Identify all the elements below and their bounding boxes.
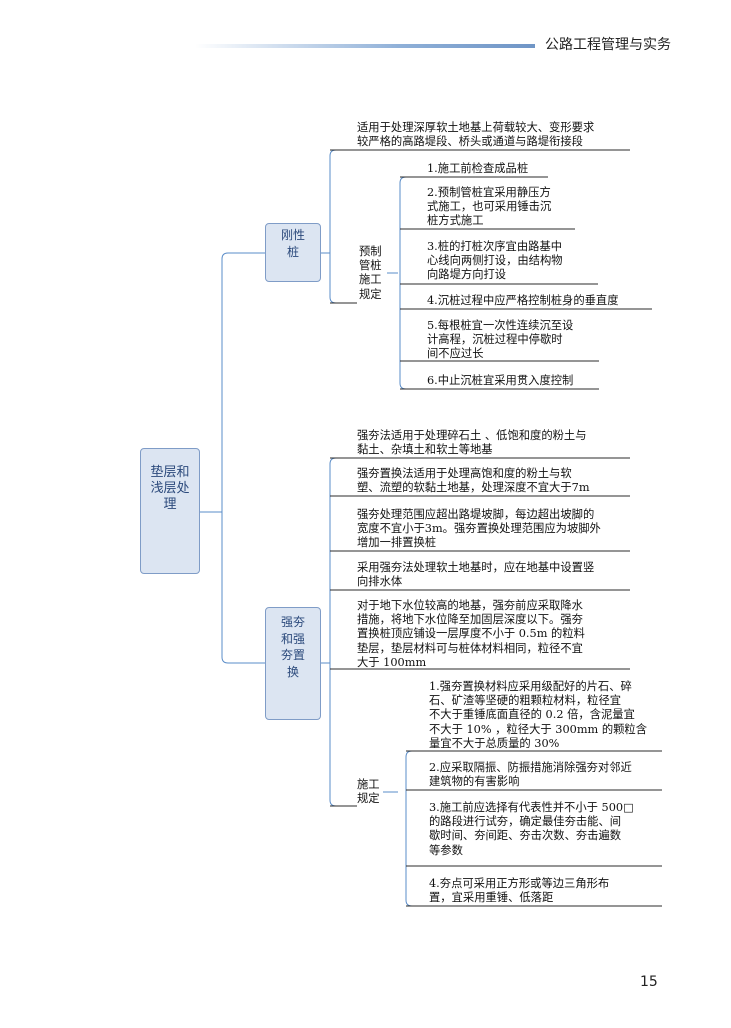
construction-rule-4: 4.夯点可采用正方形或等边三角形布 置，宜采用重锤、低落距 [429, 877, 610, 905]
compaction-item-3: 强夯处理范围应超出路堤坡脚，每边超出坡脚的 宽度不宜小于3m。强夯置换处理范围应… [357, 508, 601, 550]
prefab-rule-4: 4.沉桩过程中应严格控制桩身的垂直度 [427, 294, 619, 307]
construction-rule-1: 1.强夯置换材料应采用级配好的片石、碎 石、矿渣等坚硬的粗颗粒材料，粒径宜 不大… [429, 680, 648, 750]
compaction-item-2: 强夯置换法适用于处理高饱和度的粉土与软 塑、流塑的软黏土地基，处理深度不宜大于7… [357, 467, 590, 495]
compaction-item-1: 强夯法适用于处理碎石土 、低饱和度的粉土与 黏土、杂填土和软土等地基 [357, 429, 587, 457]
prefab-rule-1: 1.施工前检查成品桩 [427, 162, 529, 175]
construction-rule-3: 3.施工前应选择有代表性并不小于 500□ 的路段进行试夯，确定最佳夯击能、间 … [429, 801, 634, 857]
construction-rule-2: 2.应采取隔振、防振措施消除强夯对邻近 建筑物的有害影响 [429, 761, 632, 789]
compaction-item-5: 对于地下水位较高的地基，强夯前应采取降水 措施，将地下水位降至加固层深度以下。强… [357, 599, 585, 669]
branch-node-rigid-pile[interactable]: 刚性桩 [265, 223, 321, 282]
header-title: 公路工程管理与实务 [545, 37, 671, 53]
prefab-pile-rules-label: 预制 管桩 施工 规定 [359, 245, 382, 301]
root-node[interactable]: 垫层和浅层处理 [140, 448, 200, 574]
construction-rules-label: 施工 规定 [357, 778, 380, 806]
prefab-rule-5: 5.每根桩宜一次性连续沉至设 计高程，沉桩过程中停歇时 间不应过长 [427, 319, 574, 361]
prefab-rule-3: 3.桩的打桩次序宜由路基中 心线向两侧打设，由结构物 向路堤方向打设 [427, 240, 563, 282]
compaction-item-4: 采用强夯法处理软土地基时，应在地基中设置竖 向排水体 [357, 561, 595, 589]
root-node-label: 垫层和浅层处理 [150, 465, 190, 512]
rigid-pile-item-1: 适用于处理深厚软土地基上荷载较大、变形要求 较严格的高路堤段、桥头或通道与路堤衔… [357, 121, 595, 149]
prefab-rule-2: 2.预制管桩宜采用静压方 式施工，也可采用锤击沉 桩方式施工 [427, 186, 552, 228]
prefab-rule-6: 6.中止沉桩宜采用贯入度控制 [427, 374, 574, 387]
branch-node-dynamic-compaction[interactable]: 强夯和强夯置换 [265, 607, 321, 720]
branch-node-label: 强夯和强夯置换 [281, 615, 306, 679]
header-rule [195, 44, 535, 48]
branch-node-label: 刚性桩 [281, 228, 306, 259]
page-number: 15 [640, 974, 658, 990]
